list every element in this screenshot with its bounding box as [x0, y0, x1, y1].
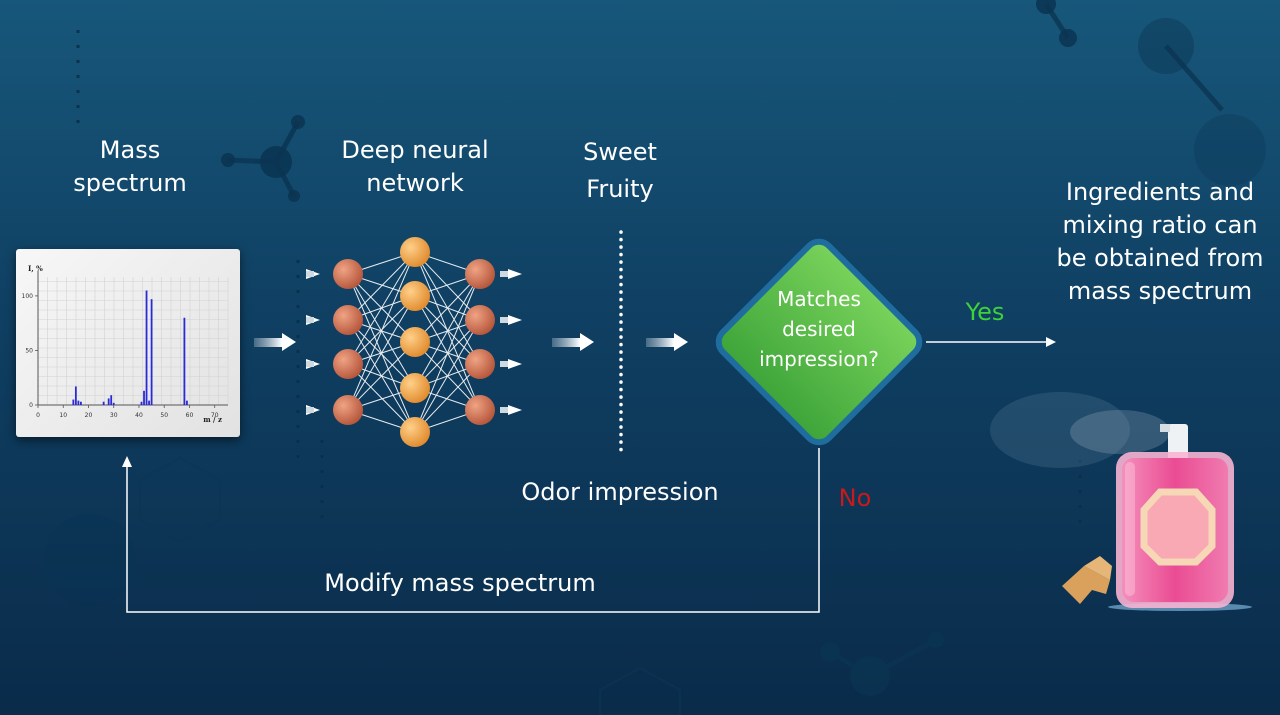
spectrum-x-tick: 50	[160, 412, 168, 419]
outer-neuron	[333, 349, 363, 379]
outer-neuron	[333, 305, 363, 335]
neural-network	[333, 237, 495, 447]
arrow-spectrum-to-network	[254, 333, 296, 351]
decision-label: Matches desired impression?	[759, 287, 879, 371]
output-arrow	[508, 405, 522, 415]
spectrum-x-tick: 20	[85, 412, 93, 419]
hidden-neuron	[400, 237, 430, 267]
spectrum-grid	[37, 277, 229, 406]
spectrum-x-tick: 0	[36, 412, 40, 419]
spectrum-x-label: m / z	[203, 415, 222, 424]
hidden-neuron	[400, 327, 430, 357]
feedback-arrowhead	[122, 456, 132, 467]
output-arrow	[508, 269, 522, 279]
mass-spectrum-plot: 0 10 20 30 40 50 60 70 0 50 100 I, % m / z	[22, 264, 229, 424]
decision-diamond	[715, 238, 923, 446]
perfume-bottle-icon	[1108, 424, 1252, 611]
spectrum-x-tick: 30	[110, 412, 118, 419]
output-arrow	[508, 359, 522, 369]
outcome-label: Ingredients and mixing ratio can be obta…	[1056, 178, 1264, 305]
hidden-neuron	[400, 417, 430, 447]
mass-spectrum-panel: 0 10 20 30 40 50 60 70 0 50 100 I, % m / z	[16, 249, 240, 437]
hidden-neuron	[400, 281, 430, 311]
spectrum-x-tick: 10	[59, 412, 67, 419]
spectrum-x-tick: 70	[211, 412, 219, 419]
network-io-arrows	[306, 269, 522, 415]
arrow-feedback-loop	[126, 448, 820, 613]
bottle-cap-icon	[1062, 556, 1112, 604]
mass-spectrum-label: Mass spectrum	[73, 136, 187, 197]
spectrum-y-label: I, %	[28, 264, 43, 273]
modify-spectrum-label: Modify mass spectrum	[324, 569, 596, 597]
outer-neuron	[465, 349, 495, 379]
arrow-odor-to-decision	[646, 333, 688, 351]
output-arrow	[508, 315, 522, 325]
spectrum-y-tick: 0	[29, 402, 33, 409]
deep-neural-network-label: Deep neural network	[341, 136, 489, 197]
outer-neuron	[465, 395, 495, 425]
odor-terms-label: Sweet Fruity	[583, 138, 657, 203]
spectrum-x-tick: 60	[186, 412, 194, 419]
spectrum-x-tick: 40	[135, 412, 143, 419]
no-label: No	[838, 484, 872, 512]
outer-neuron	[465, 305, 495, 335]
outer-neuron	[333, 259, 363, 289]
spectrum-y-tick: 50	[25, 347, 33, 354]
outer-neuron	[333, 395, 363, 425]
odor-impression-label: Odor impression	[521, 478, 719, 506]
outer-neuron	[465, 259, 495, 289]
arrow-yes	[926, 337, 1056, 347]
arrow-network-to-odor	[552, 333, 594, 351]
yes-label: Yes	[965, 298, 1005, 326]
hidden-neuron	[400, 373, 430, 403]
spectrum-y-tick: 100	[22, 293, 34, 300]
